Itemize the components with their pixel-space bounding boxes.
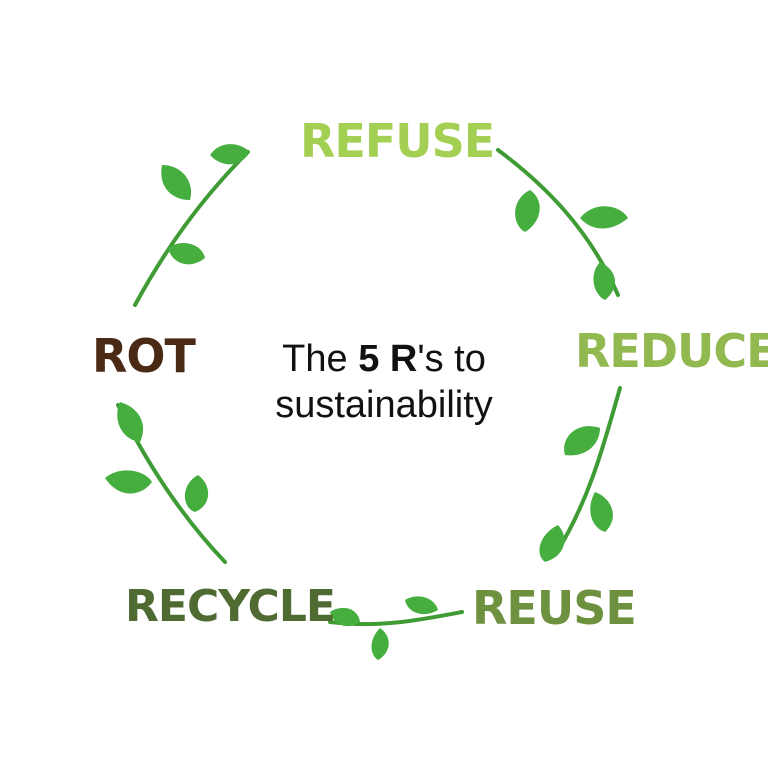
label-rot: ROT [92, 329, 196, 383]
vine-reuse-recycle [328, 596, 464, 660]
title-pre: The [282, 338, 359, 380]
vine-rot-refuse [133, 144, 250, 307]
title-line-2: sustainability [275, 384, 493, 426]
vine-recycle-rot [105, 402, 227, 564]
diagram-title: The 5 R's to sustainability [234, 336, 534, 428]
label-recycle: RECYCLE [125, 581, 336, 632]
title-line-1: The 5 R's to [234, 336, 534, 382]
label-refuse: REFUSE [300, 114, 495, 168]
label-reduce: REDUCE [575, 324, 768, 378]
title-post: 's to [417, 338, 486, 380]
label-reuse: REUSE [472, 581, 637, 635]
title-bold: 5 R [358, 338, 418, 380]
vine-reduce-reuse [539, 386, 622, 562]
vine-refuse-reduce [496, 148, 628, 300]
